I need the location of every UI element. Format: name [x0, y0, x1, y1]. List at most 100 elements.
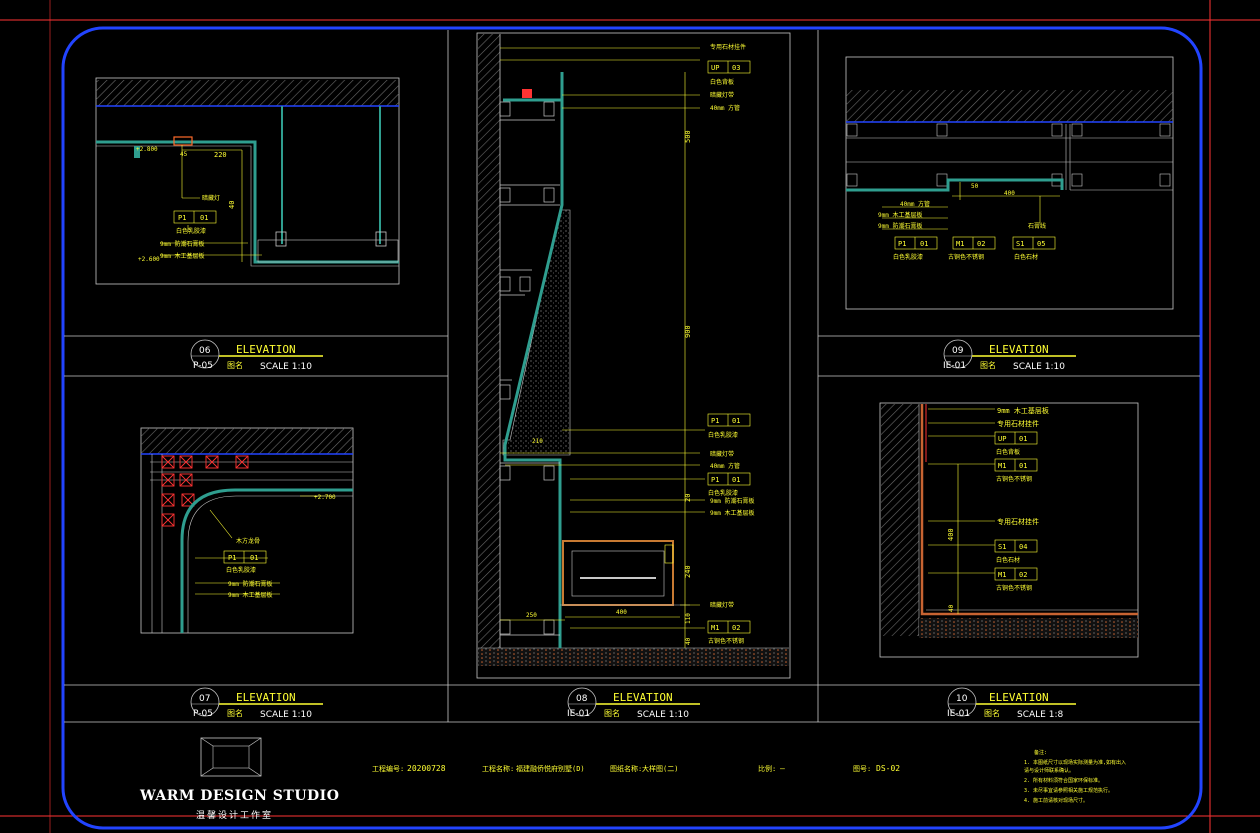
- note-led-3: 暗藏灯带: [710, 601, 734, 609]
- title-fields: 工程编号: 20200728 工程名称: 福建融侨悦府别墅(D) 图纸名称: 大…: [372, 764, 900, 773]
- dim-500: 500: [684, 130, 692, 143]
- field-drawing-name-label: 图纸名称:: [610, 764, 642, 773]
- note-gypsum: 9mm 防潮石膏板: [878, 222, 922, 230]
- note-line: 请与设计师联系确认。: [1024, 767, 1074, 774]
- panel-title: ELEVATION: [989, 691, 1049, 704]
- note-plywood: 9mm 木工基层板: [710, 509, 754, 517]
- panel-grid: [64, 30, 1200, 723]
- tag-up-num: 03: [732, 64, 740, 72]
- note-gypsum: 9mm 防潮石膏板: [228, 580, 272, 588]
- level-mark-1: +2.800: [136, 146, 158, 153]
- note-plywood: 9mm 木工基层板: [997, 406, 1049, 415]
- dim-250: 250: [526, 612, 537, 619]
- dim-40: 40: [685, 637, 692, 645]
- badge-ref: P-05: [193, 361, 213, 371]
- studio-name: WARM DESIGN STUDIO: [140, 788, 340, 804]
- tag-s1-num: 04: [1019, 543, 1027, 551]
- tag-m1-b: M1: [998, 571, 1006, 579]
- tag-up: UP: [711, 64, 719, 72]
- note-m1: 古铜色不锈钢: [996, 475, 1032, 483]
- panel-scale: SCALE 1:10: [637, 710, 689, 720]
- tag-m1: M1: [998, 462, 1006, 470]
- tag-p1-num: 01: [732, 417, 740, 425]
- dim-400: 400: [1004, 190, 1015, 197]
- dim-220: 220: [214, 151, 227, 159]
- tag-p1: P1: [711, 417, 719, 425]
- badge-ref: IE-01: [567, 709, 590, 719]
- tag-m1-num: 01: [1019, 462, 1027, 470]
- panel-title: ELEVATION: [236, 691, 296, 704]
- dim-900: 900: [684, 325, 692, 338]
- badge-09: 09 IE-01 ELEVATION 图名 SCALE 1:10: [943, 339, 1076, 372]
- note-line: 1. 本图纸尺寸以现场实际测量为准,如有出入: [1024, 759, 1126, 766]
- studio-name-cn: 温馨设计工作室: [196, 811, 274, 821]
- tag-p1-b: P1: [711, 476, 719, 484]
- note-wood-keel: 木方龙骨: [236, 537, 260, 545]
- dim-210: 210: [532, 438, 543, 445]
- tag-p1: P1: [898, 240, 906, 248]
- note-m1-b: 古铜色不锈钢: [996, 584, 1032, 592]
- tag-s1: S1: [1016, 240, 1024, 248]
- note-up: 白色背板: [996, 448, 1020, 456]
- note-s1: 白色石材: [996, 556, 1020, 564]
- panel-title: ELEVATION: [989, 343, 1049, 356]
- panel-scale: SCALE 1:10: [260, 710, 312, 720]
- studio-logo: [200, 737, 262, 777]
- panel-name-label: 图名: [227, 360, 243, 370]
- note-led: 暗藏灯带: [710, 91, 734, 99]
- tag-p1: P1: [178, 214, 186, 222]
- dim-50: 50: [971, 183, 979, 190]
- badge-08: 08 IE-01 ELEVATION 图名 SCALE 1:10: [567, 687, 700, 720]
- note-tube-2: 40mm 方管: [710, 462, 740, 470]
- badge-number: 07: [199, 694, 210, 704]
- note-tube: 40mm 方管: [710, 104, 740, 112]
- note-plywood: 9mm 木工基层板: [878, 211, 922, 219]
- badge-07: 07 P-05 ELEVATION 图名 SCALE 1:10: [190, 687, 323, 720]
- tag-s1: S1: [998, 543, 1006, 551]
- detail-07: 木方龙骨 P1 01 白色乳胶漆 9mm 防潮石膏板 9mm 木工基层板 +2.…: [140, 427, 354, 634]
- sheet-frame: [61, 26, 1203, 830]
- dim-240: 240: [684, 565, 692, 578]
- note-m1: 古铜色不锈钢: [708, 637, 744, 645]
- field-drawing-name: 大样图(二): [642, 764, 678, 773]
- badge-number: 06: [199, 346, 211, 356]
- tag-p1-b-num: 01: [732, 476, 740, 484]
- tag-m1-num: 02: [977, 240, 985, 248]
- panel-scale: SCALE 1:8: [1017, 710, 1063, 720]
- badge-ref: IE-01: [947, 709, 970, 719]
- note-line: 4. 施工前请核对现场尺寸。: [1024, 797, 1088, 804]
- note-p1: 白色乳胶漆: [708, 431, 738, 439]
- note-up: 白色背板: [710, 78, 734, 86]
- note-stone-hanger: 专用石材挂件: [997, 419, 1039, 428]
- field-project-name: 福建融侨悦府别墅(D): [516, 764, 585, 773]
- note-line: 备注:: [1034, 749, 1047, 756]
- field-scale: —: [780, 764, 785, 773]
- detail-06: 220 40 45 +2.800 +2.600 暗藏灯 P1 01 白色乳胶漆 …: [95, 77, 400, 285]
- badge-ref: P-05: [193, 709, 213, 719]
- tag-s1-num: 05: [1037, 240, 1045, 248]
- tag-m1-num: 02: [732, 624, 740, 632]
- detail-08: 专用石材挂件 UP 03 白色背板 暗藏灯带 40mm 方管 500 900 P…: [476, 32, 791, 679]
- dim-400: 400: [947, 528, 955, 541]
- field-project-name-label: 工程名称:: [482, 764, 514, 773]
- note-plywood: 9mm 木工基层板: [228, 591, 272, 599]
- dim-45: 45: [180, 151, 188, 158]
- note-tube: 40mm 方管: [900, 200, 930, 208]
- note-s1: 白色石材: [1014, 253, 1038, 261]
- dim-110: 110: [685, 613, 692, 624]
- badge-06: 06 P-05 ELEVATION 图名 SCALE 1:10: [190, 339, 323, 372]
- panel-scale: SCALE 1:10: [260, 362, 312, 372]
- note-white-paint: 白色乳胶漆: [226, 566, 256, 574]
- note-led-2: 暗藏灯带: [710, 450, 734, 458]
- level-mark: +2.700: [314, 494, 336, 501]
- note-plywood: 9mm 木工基层板: [160, 252, 204, 260]
- detail-09: 40mm 方管 9mm 木工基层板 9mm 防潮石膏板 石膏线 50 400 P…: [845, 56, 1174, 310]
- tag-p1-num: 01: [200, 214, 208, 222]
- field-project-no: 20200728: [407, 764, 446, 773]
- panel-name-label: 图名: [984, 708, 1000, 718]
- tag-p1: P1: [228, 554, 236, 562]
- field-scale-label: 比例:: [758, 764, 776, 773]
- dim-20: 20: [684, 494, 692, 502]
- general-notes: 备注: 1. 本图纸尺寸以现场实际测量为准,如有出入 请与设计师联系确认。 2.…: [1024, 749, 1126, 804]
- note-line: 3. 未尽事宜请参照相关施工规范执行。: [1024, 787, 1113, 794]
